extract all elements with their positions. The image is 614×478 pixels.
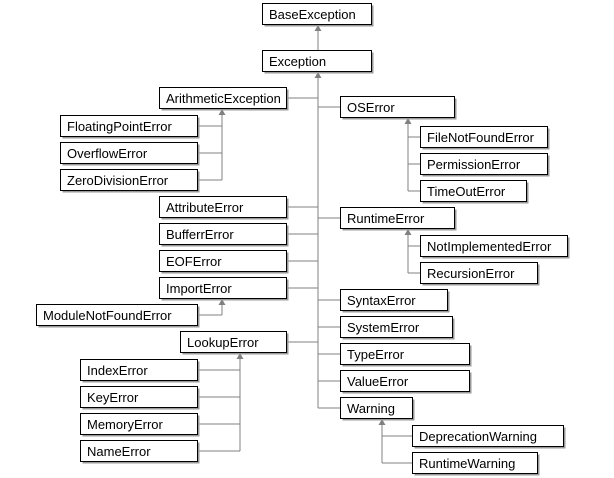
class-node-label: NotImplementedError: [427, 238, 552, 254]
class-node-label: ValueError: [347, 373, 409, 389]
class-node-nameerror: NameError: [80, 440, 198, 462]
class-node-filenotfounderror: FileNotFoundError: [420, 126, 548, 148]
class-node-label: IndexError: [87, 362, 148, 378]
class-node-oserror: OSError: [340, 96, 455, 118]
class-node-warning: Warning: [340, 397, 413, 419]
class-node-label: ArithmeticException: [166, 90, 281, 106]
class-node-zerodivisionerror: ZeroDivisionError: [60, 169, 198, 191]
class-node-systemerror: SystemError: [340, 316, 453, 338]
class-node-label: EOFError: [166, 253, 222, 269]
class-node-label: OverflowError: [67, 145, 148, 161]
class-node-arithmeticexception: ArithmeticException: [159, 87, 287, 109]
class-node-deprecationwarning: DeprecationWarning: [412, 425, 564, 447]
class-node-eoferror: EOFError: [159, 250, 287, 272]
class-node-label: DeprecationWarning: [419, 428, 538, 444]
class-node-timeouterror: TimeOutError: [420, 180, 527, 202]
class-node-label: Warning: [347, 400, 395, 416]
class-node-label: FileNotFoundError: [427, 129, 534, 145]
class-node-label: NameError: [87, 443, 151, 459]
class-node-syntaxerror: SyntaxError: [340, 289, 448, 311]
class-node-label: TimeOutError: [427, 183, 506, 199]
class-node-label: PermissionError: [427, 156, 521, 172]
class-node-label: ModuleNotFoundError: [43, 307, 172, 323]
class-node-label: LookupError: [187, 334, 259, 350]
class-node-valueerror: ValueError: [340, 370, 470, 392]
class-node-keyerror: KeyError: [80, 386, 198, 408]
class-node-floatingpointerror: FloatingPointError: [60, 115, 198, 137]
class-node-label: KeyError: [87, 389, 139, 405]
class-node-exception: Exception: [262, 50, 372, 72]
class-node-label: SyntaxError: [347, 292, 416, 308]
class-node-label: Exception: [269, 53, 327, 69]
class-node-overflowerror: OverflowError: [60, 142, 198, 164]
class-node-indexerror: IndexError: [80, 359, 198, 381]
class-node-recursionerror: RecursionError: [420, 262, 538, 284]
class-node-label: FloatingPointError: [67, 118, 172, 134]
class-node-bufferrerror: BufferrError: [159, 223, 287, 245]
class-node-importerror: ImportError: [159, 277, 287, 299]
class-node-label: TypeError: [347, 346, 405, 362]
class-node-label: RuntimeWarning: [419, 455, 516, 471]
class-node-runtimewarning: RuntimeWarning: [412, 452, 538, 474]
class-node-modulenotfounderror: ModuleNotFoundError: [36, 304, 198, 326]
class-node-label: BufferrError: [166, 226, 234, 242]
class-node-label: AttributeError: [166, 199, 244, 215]
class-node-label: ZeroDivisionError: [67, 172, 169, 188]
class-node-label: OSError: [347, 99, 395, 115]
class-node-label: MemoryError: [87, 416, 163, 432]
class-node-notimplementederror: NotImplementedError: [420, 235, 568, 257]
class-node-baseexception: BaseException: [262, 3, 372, 25]
class-node-label: ImportError: [166, 280, 232, 296]
class-node-permissionerror: PermissionError: [420, 153, 548, 175]
class-node-label: RecursionError: [427, 265, 515, 281]
class-node-runtimeerror: RuntimeError: [340, 207, 455, 229]
class-node-memoryerror: MemoryError: [80, 413, 198, 435]
class-node-lookuperror: LookupError: [180, 331, 287, 353]
class-node-attributeerror: AttributeError: [159, 196, 287, 218]
class-node-label: BaseException: [269, 6, 356, 22]
class-node-typeerror: TypeError: [340, 343, 470, 365]
class-node-label: RuntimeError: [347, 210, 425, 226]
class-node-label: SystemError: [347, 319, 420, 335]
